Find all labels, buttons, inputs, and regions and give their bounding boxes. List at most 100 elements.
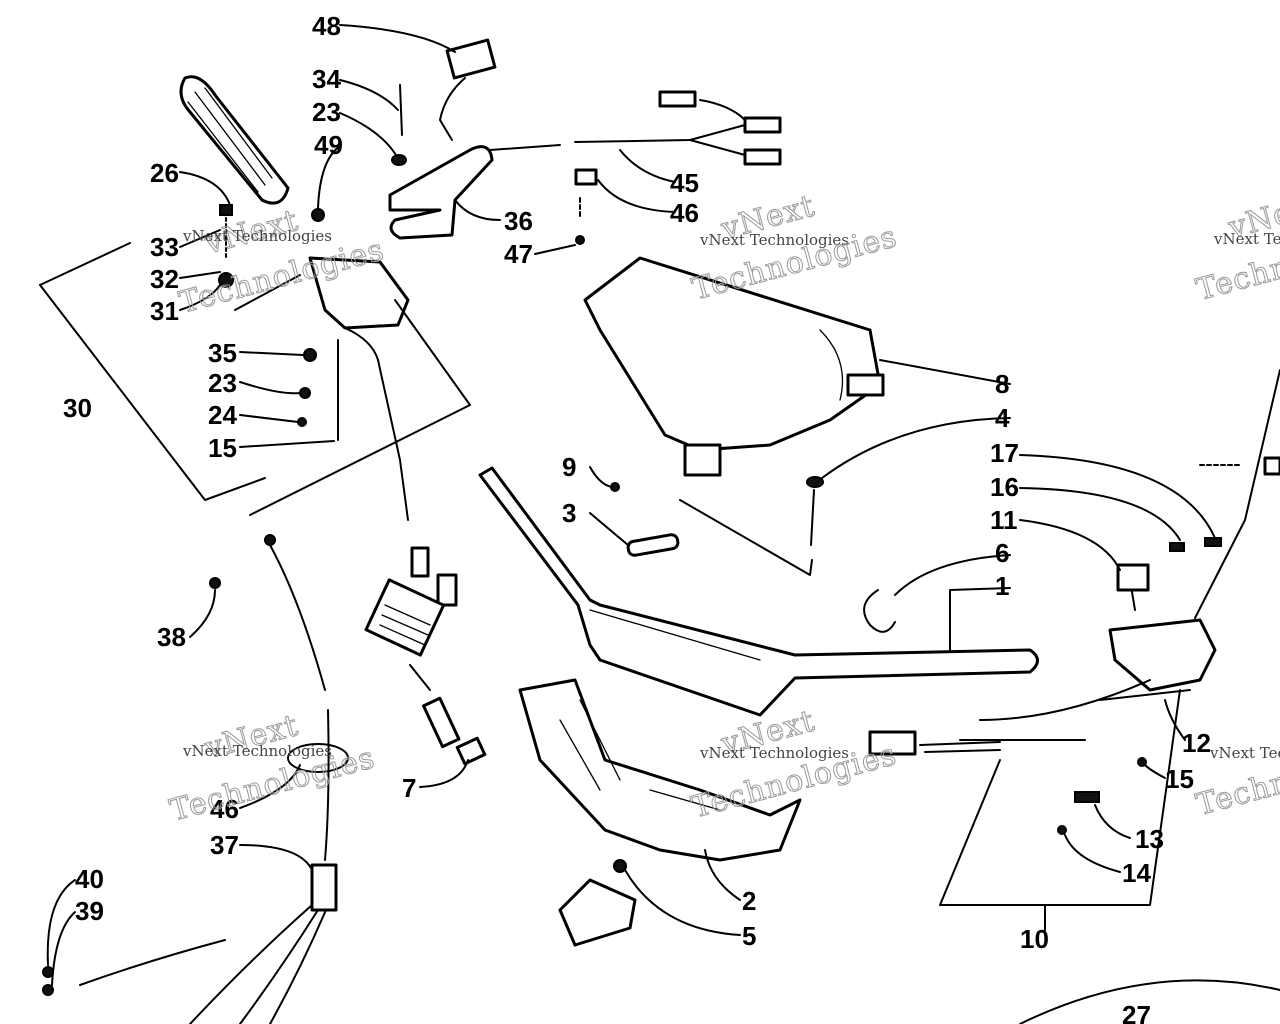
plate-part [558,878,637,947]
callout-38: 38 [157,622,186,652]
callout-1: 1 [995,571,1009,601]
callout-15-right: 15 [1165,764,1194,794]
callout-26: 26 [150,158,179,188]
svg-text:vNext Technologies: vNext Technologies [182,227,332,245]
callout-labels: 48 34 23 49 26 33 32 31 35 23 24 15 30 3… [63,11,1211,1024]
callout-13: 13 [1135,824,1164,854]
group-10-bracket [939,689,1181,906]
switch-housing-12-part [1108,537,1222,692]
part-24 [297,417,307,427]
switch-7-part [364,578,487,766]
callout-16: 16 [990,472,1019,502]
svg-text:vNext Technologies: vNext Technologies [699,744,849,762]
callout-40: 40 [75,864,104,894]
callout-34: 34 [312,64,341,94]
handlebar-1-part [478,466,1039,717]
callout-32: 32 [150,264,179,294]
callout-8: 8 [995,369,1009,399]
cable-bundle [189,904,327,1024]
callout-49: 49 [314,130,343,160]
bolt-4-part [806,476,824,546]
svg-text:vNext Technologies: vNext Technologies [1209,744,1280,762]
callout-46-top: 46 [670,198,699,228]
bolt-4-axis [679,499,813,576]
callout-48: 48 [312,11,341,41]
part-39 [42,984,54,996]
washer-23-part [391,154,407,166]
right-part [1263,456,1280,476]
part-35 [303,348,317,362]
svg-text:vNext Technologies: vNext Technologies [699,231,849,249]
cable-upper [269,544,326,691]
connector-right [868,730,917,756]
mount-bracket-2-part [518,678,802,862]
callout-17: 17 [990,438,1019,468]
clip-46-part [574,168,598,186]
callout-5: 5 [742,921,756,951]
callout-30: 30 [63,393,92,423]
callout-6: 6 [995,538,1009,568]
clamp-46-part [287,743,349,773]
watermark-top-center: vNext vNext Technologies Technologies [688,188,901,308]
callout-10: 10 [1020,924,1049,954]
callout-45: 45 [670,168,699,198]
svg-text:vNext Technologies: vNext Technologies [182,742,332,760]
wire-right-2 [919,739,1086,753]
callout-47: 47 [504,239,533,269]
wire-right [979,679,1151,721]
callout-15: 15 [208,433,237,463]
throttle-housing-part [308,256,458,607]
part-31 [218,272,234,288]
callout-33: 33 [150,232,179,262]
nut-49-part [311,208,325,222]
cable-27 [1019,979,1280,1024]
callout-27: 27 [1122,1000,1151,1024]
part-14 [1057,825,1067,835]
callout-39: 39 [75,896,104,926]
callout-7: 7 [402,773,416,803]
watermark-bottom-left: vNext vNext Technologies Technologies [166,707,379,829]
part-33 [219,204,233,216]
nut-5-part [613,859,627,873]
bracket-36-part [388,145,494,240]
callout-31: 31 [150,296,179,326]
callout-3: 3 [562,498,576,528]
callout-9: 9 [562,452,576,482]
strap-3-part [626,533,680,557]
callout-4: 4 [995,403,1010,433]
part-23b [299,387,311,399]
part-15b [1137,757,1147,767]
svg-text:vNext Technologies: vNext Technologies [1213,230,1280,248]
right-edge-line [1194,369,1280,619]
cable-39-40 [79,939,226,986]
callout-12: 12 [1182,728,1211,758]
wire-harness-45-part [489,90,782,166]
cable-lower [324,709,330,861]
bolt-34-part [399,84,403,136]
part-38 [209,577,221,589]
callout-23-lower: 23 [208,368,237,398]
part-13 [1074,791,1100,803]
ring-6-part [863,589,896,633]
callout-35: 35 [208,338,237,368]
screw-47-part [575,235,585,245]
connector-48-part [439,38,497,141]
callout-11: 11 [990,505,1018,535]
group-10-line [1099,689,1191,701]
callout-24: 24 [208,400,237,430]
callout-23: 23 [312,97,341,127]
callout-46-lower: 46 [210,794,239,824]
junction-37-part [310,863,338,912]
callout-37: 37 [210,830,239,860]
callout-2: 2 [742,886,756,916]
cable-end [264,534,276,546]
callout-14: 14 [1122,858,1151,888]
callout-36: 36 [504,206,533,236]
headlight-housing-8-part [583,256,885,477]
leader-lines [46,24,1216,986]
part-40 [42,966,54,978]
group-30-bracket [39,242,471,516]
grip-part [179,75,290,205]
